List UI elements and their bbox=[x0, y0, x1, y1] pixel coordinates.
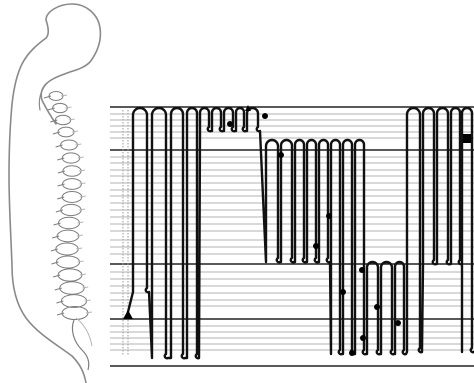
pathway-dot-marker bbox=[313, 243, 319, 249]
vertebra-process bbox=[79, 209, 85, 210]
vertebra bbox=[60, 282, 85, 295]
vertebra-process bbox=[76, 248, 82, 249]
vertebra-process bbox=[78, 222, 84, 223]
pathway-dot-marker bbox=[278, 152, 284, 158]
body-outline bbox=[9, 4, 100, 383]
vertebra-process bbox=[65, 107, 71, 108]
pathway-dot-marker bbox=[360, 335, 366, 341]
vertebra-process bbox=[79, 183, 85, 184]
vertebra bbox=[56, 243, 78, 255]
vertebra-process bbox=[79, 170, 85, 171]
vertebra bbox=[58, 127, 74, 137]
vertebra bbox=[63, 179, 82, 190]
start-triangle-icon bbox=[123, 310, 133, 319]
vertebra-process bbox=[69, 119, 75, 120]
vertebra bbox=[61, 204, 81, 215]
serpentine-pathway bbox=[128, 108, 474, 358]
vertebra-process bbox=[85, 300, 91, 301]
vertebra bbox=[56, 256, 79, 268]
vertebra-process bbox=[77, 235, 83, 236]
vertebra-process bbox=[75, 144, 81, 145]
pathway-dot-marker bbox=[227, 121, 233, 127]
vertebra bbox=[62, 306, 88, 319]
vertebra bbox=[59, 217, 80, 228]
vertebra-process bbox=[86, 312, 92, 313]
vertebra bbox=[61, 295, 86, 308]
vertebra-process bbox=[78, 157, 84, 158]
vertebra bbox=[58, 269, 82, 281]
vertebra bbox=[63, 166, 81, 176]
pathway-dot-marker bbox=[359, 267, 365, 273]
vertebra-process bbox=[78, 261, 84, 262]
sacrum-outline bbox=[76, 318, 92, 346]
pathway-dot-marker bbox=[395, 320, 401, 326]
vertebra bbox=[49, 92, 63, 101]
pathway-dot-marker bbox=[340, 289, 346, 295]
vertebra-process bbox=[72, 131, 78, 132]
vertebra bbox=[57, 230, 79, 242]
pathway-dot-marker bbox=[374, 304, 380, 310]
pathway-dot-marker bbox=[262, 113, 268, 119]
end-square-marker bbox=[463, 134, 471, 143]
vertebra bbox=[55, 115, 70, 124]
vertebra bbox=[62, 153, 80, 163]
spine-vertebrae-icon bbox=[44, 92, 92, 371]
pathway-dot-marker bbox=[349, 350, 355, 356]
pathway-dot-marker bbox=[326, 213, 332, 219]
vertebra bbox=[53, 103, 68, 112]
vertebra-process bbox=[80, 196, 86, 197]
human-body-silhouette-icon bbox=[9, 4, 100, 383]
vertebra-process bbox=[80, 274, 86, 275]
vertebra-process bbox=[61, 95, 67, 96]
vertebra bbox=[61, 140, 78, 150]
vertebra bbox=[62, 192, 82, 203]
vertebra-process bbox=[82, 287, 88, 288]
sacrum bbox=[72, 320, 88, 370]
